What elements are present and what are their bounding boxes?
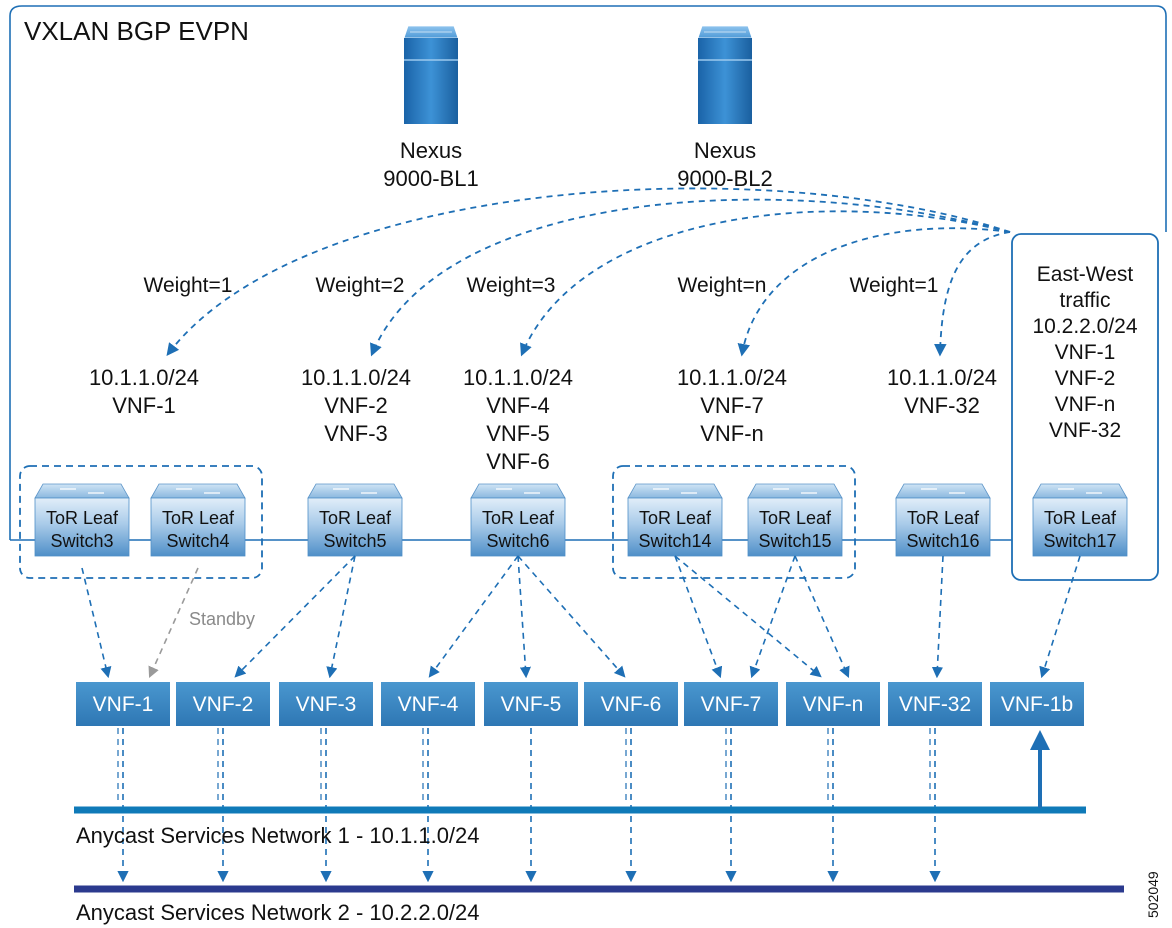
vnf-box: VNF-4 xyxy=(381,682,475,726)
bl1-label-line2: 9000-BL1 xyxy=(383,166,478,191)
vnf-network-links xyxy=(117,728,941,883)
vnf-box: VNF-1 xyxy=(76,682,170,726)
fabric-title: VXLAN BGP EVPN xyxy=(24,16,249,46)
east-west-text: East-West traffic 10.2.2.0/24 VNF-1 VNF-… xyxy=(1032,263,1137,442)
subnet-label: 10.1.1.0/24 xyxy=(887,365,997,390)
leaf-switch-label-line2: Switch15 xyxy=(758,531,831,551)
vnf-label: VNF-4 xyxy=(398,693,459,716)
subnet-vnf: VNF-7 xyxy=(700,393,764,418)
leaf-switch-label-line1: ToR Leaf xyxy=(46,508,119,528)
vnf-label: VNF-7 xyxy=(701,693,762,716)
weight-path-32 xyxy=(933,231,1011,357)
leaf-switch-label-line1: ToR Leaf xyxy=(1044,508,1117,528)
vnf-box: VNF-1b xyxy=(990,682,1084,726)
vnf-label: VNF-32 xyxy=(899,693,971,716)
subnet-vnf: VNF-1 xyxy=(112,393,176,418)
leaf-switch-label-line2: Switch16 xyxy=(906,531,979,551)
leaf-switch-label-line2: Switch14 xyxy=(638,531,711,551)
anycast-network-2-label: Anycast Services Network 2 - 10.2.2.0/24 xyxy=(76,900,480,925)
vnf-box: VNF-n xyxy=(786,682,880,726)
subnet-vnf: VNF-n xyxy=(700,421,764,446)
east-west-line: 10.2.2.0/24 xyxy=(1032,315,1137,338)
bl2-label-line2: 9000-BL2 xyxy=(677,166,772,191)
vnf-label: VNF-1 xyxy=(93,693,154,716)
subnet-label: 10.1.1.0/24 xyxy=(89,365,199,390)
leaf-switch-label-line2: Switch4 xyxy=(166,531,229,551)
vnf-label: VNF-n xyxy=(803,693,864,716)
leaf-switch-label-line2: Switch6 xyxy=(486,531,549,551)
vnf-box: VNF-32 xyxy=(888,682,982,726)
nexus-bl1-icon xyxy=(403,25,459,124)
leaf-switch-label-line1: ToR Leaf xyxy=(162,508,235,528)
switch-to-vnf-links xyxy=(81,555,1081,679)
subnet-label: 10.1.1.0/24 xyxy=(677,365,787,390)
figure-id: 502049 xyxy=(1145,871,1161,918)
subnet-vnf: VNF-6 xyxy=(486,449,550,474)
vnf-box: VNF-3 xyxy=(279,682,373,726)
vnf-label: VNF-3 xyxy=(296,693,357,716)
weight-labels: Weight=1 Weight=2 Weight=3 Weight=n Weig… xyxy=(144,274,939,297)
nexus-bl2-icon xyxy=(697,25,753,124)
weight-label: Weight=1 xyxy=(850,274,939,297)
vnf-label: VNF-2 xyxy=(193,693,254,716)
subnet-vnf: VNF-32 xyxy=(904,393,980,418)
vnf-box: VNF-7 xyxy=(684,682,778,726)
subnet-label: 10.1.1.0/24 xyxy=(301,365,411,390)
east-west-line: VNF-n xyxy=(1055,393,1116,416)
weighted-paths xyxy=(166,187,1011,357)
leaf-switch-label-line1: ToR Leaf xyxy=(319,508,392,528)
east-west-line: traffic xyxy=(1060,289,1111,312)
leaf-switch-label-line1: ToR Leaf xyxy=(639,508,712,528)
leaf-switch-label-line1: ToR Leaf xyxy=(907,508,980,528)
leaf-switch-label-line2: Switch17 xyxy=(1043,531,1116,551)
east-west-line: VNF-2 xyxy=(1055,367,1116,390)
vnf-label: VNF-6 xyxy=(601,693,662,716)
east-west-line: VNF-32 xyxy=(1049,419,1121,442)
subnet-groups: 10.1.1.0/24 VNF-1 10.1.1.0/24 VNF-2 VNF-… xyxy=(89,365,997,474)
vpc-pair-3-4 xyxy=(19,465,263,579)
weight-label: Weight=3 xyxy=(467,274,556,297)
vnf-box: VNF-2 xyxy=(176,682,270,726)
subnet-vnf: VNF-5 xyxy=(486,421,550,446)
leaf-switch-label-line1: ToR Leaf xyxy=(759,508,832,528)
weight-label: Weight=n xyxy=(678,274,767,297)
weight-label: Weight=2 xyxy=(316,274,405,297)
leaf-switch-label-line2: Switch5 xyxy=(323,531,386,551)
weight-path-3 xyxy=(520,210,1011,357)
leaf-switch-label-line2: Switch3 xyxy=(50,531,113,551)
fabric-boundary xyxy=(9,5,1167,540)
subnet-vnf: VNF-4 xyxy=(486,393,550,418)
leaf-switch-label-line1: ToR Leaf xyxy=(482,508,555,528)
east-west-line: East-West xyxy=(1037,263,1134,286)
weight-path-n xyxy=(737,227,1011,357)
weight-path-1 xyxy=(166,187,1011,357)
anycast-network-1-label: Anycast Services Network 1 - 10.1.1.0/24 xyxy=(76,823,480,848)
subnet-label: 10.1.1.0/24 xyxy=(463,365,573,390)
vnf-box: VNF-6 xyxy=(584,682,678,726)
east-west-line: VNF-1 xyxy=(1055,341,1116,364)
vpc-pair-14-15 xyxy=(612,465,856,579)
subnet-vnf: VNF-2 xyxy=(324,393,388,418)
bl2-label-line1: Nexus xyxy=(694,138,756,163)
vnf-box: VNF-5 xyxy=(484,682,578,726)
vnf-row: VNF-1 VNF-2 VNF-3 VNF-4 VNF-5 VNF-6 VNF-7 VNF-n… xyxy=(76,682,1084,726)
bl1-label-line1: Nexus xyxy=(400,138,462,163)
vnf-label: VNF-1b xyxy=(1001,693,1073,716)
vnf-label: VNF-5 xyxy=(501,693,562,716)
standby-label: Standby xyxy=(189,609,255,629)
subnet-vnf: VNF-3 xyxy=(324,421,388,446)
weight-label: Weight=1 xyxy=(144,274,233,297)
